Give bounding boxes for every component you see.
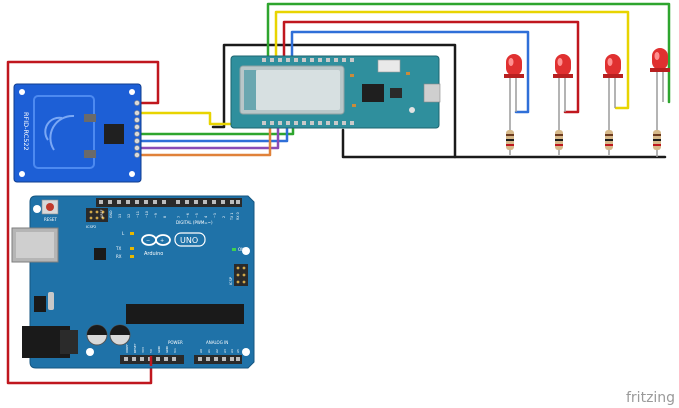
wire-red-power — [6, 60, 160, 385]
fritzing-watermark: fritzing — [626, 390, 675, 406]
icsp-label: ICSP — [229, 276, 233, 285]
atmega-chip — [126, 304, 244, 324]
pin-label-5v: 5V — [149, 348, 153, 353]
pin-label-a2: A2 — [215, 349, 219, 353]
pin-label-gnd1: GND — [157, 345, 161, 353]
capacitors — [86, 324, 131, 346]
pin-label-vin: Vin — [173, 348, 177, 353]
pin-label-7: 7 — [177, 216, 181, 218]
power-label: POWER — [168, 340, 183, 345]
pin-label-gnd2: GND — [165, 345, 169, 353]
resistor-4[interactable] — [653, 125, 661, 157]
digital-pin-labels: AREF GND 13 12 ~11 ~10 ~9 8 7 ~6 ~5 4 ~3… — [100, 209, 240, 221]
digital-label: DIGITAL (PWM=~) — [176, 220, 213, 225]
resistor-2[interactable] — [555, 125, 563, 155]
pin-label-aref: AREF — [100, 209, 104, 218]
led-3[interactable] — [603, 54, 623, 125]
mkr-top-pins — [262, 58, 354, 62]
pin-label-8: 8 — [163, 216, 167, 218]
led-4[interactable] — [650, 48, 670, 125]
logo-minus: − — [146, 238, 150, 244]
pin-label-a3: A3 — [223, 349, 227, 353]
reset-label: RESET — [44, 217, 57, 222]
pin-label-ioref: IOREF — [125, 344, 129, 353]
pin-label-13: 13 — [118, 214, 122, 218]
digital-header-pins — [99, 200, 240, 204]
icsp-header — [234, 264, 248, 286]
pin-label-3v3: 3V3 — [141, 347, 145, 353]
pin-label-rx0: RX 0 — [236, 212, 240, 220]
wire-blue-rfid — [138, 122, 289, 143]
icsp2-label: ICSP2 — [86, 225, 96, 229]
power-pin-labels: IOREF RESET 3V3 5V GND GND Vin — [125, 343, 177, 353]
mkr-bottom-pins — [262, 121, 354, 125]
pin-label-3: ~3 — [213, 213, 217, 218]
pin-label-10: ~10 — [145, 211, 149, 218]
analog-pin-labels: A0 A1 A2 A3 A4 A5 — [199, 349, 240, 353]
pin-label-6: ~6 — [186, 213, 190, 218]
wire-blue-led1 — [290, 30, 530, 114]
l-led-label: L — [122, 231, 125, 236]
rfid-header-pins — [134, 100, 140, 158]
pin-label-a4: A4 — [230, 349, 234, 353]
tx-led-label: TX — [115, 246, 121, 251]
pin-label-a5: A5 — [236, 349, 240, 353]
arduino-uno-board[interactable]: RESET ICSP2 AREF GND 13 12 ~11 — [11, 195, 255, 369]
rx-led-label: RX — [116, 254, 122, 259]
pin-label-a0: A0 — [199, 349, 203, 353]
pin-label-a1: A1 — [207, 349, 211, 353]
wire-black-top — [211, 43, 457, 159]
pin-label-tx1: TX 1 — [230, 213, 234, 221]
resistor-3[interactable] — [605, 125, 613, 155]
pin-label-12: 12 — [127, 214, 131, 218]
uno-badge — [174, 232, 206, 247]
analog-label: ANALOG IN — [206, 340, 228, 345]
led-2[interactable] — [553, 54, 573, 125]
wire-orange-rfid — [138, 122, 272, 157]
wire-red-led2 — [282, 20, 580, 114]
on-label: ON — [238, 247, 244, 252]
uno-text: UNO — [180, 236, 198, 245]
led-1[interactable] — [504, 54, 524, 125]
pin-label-gnd: GND — [109, 210, 113, 218]
wires — [6, 2, 671, 385]
rfid-label: RFID-RC522 — [22, 112, 30, 151]
pin-label-11: ~11 — [136, 211, 140, 218]
wire-purple-rfid — [138, 122, 280, 150]
logo-plus: + — [160, 238, 164, 244]
mkr-wifi-board[interactable] — [230, 55, 441, 129]
reset-button[interactable] — [41, 199, 59, 215]
logo-text: Arduino — [144, 251, 163, 257]
led-array — [504, 48, 670, 157]
digital-header — [96, 198, 242, 207]
wire-yellow-led3 — [274, 10, 630, 110]
pin-label-5: ~5 — [195, 213, 199, 218]
pin-label-9: ~9 — [154, 213, 158, 218]
arduino-logo — [141, 234, 171, 246]
wire-green-led4 — [266, 2, 671, 104]
resistor-1[interactable] — [506, 125, 514, 155]
wire-black-led-bus — [341, 128, 667, 159]
rfid-module[interactable]: RFID-RC522 — [13, 83, 142, 183]
pin-label-reset: RESET — [133, 343, 137, 353]
icsp2-header — [86, 208, 108, 222]
pin-label-4: 4 — [204, 216, 208, 218]
pin-label-2: 2 — [222, 216, 226, 218]
